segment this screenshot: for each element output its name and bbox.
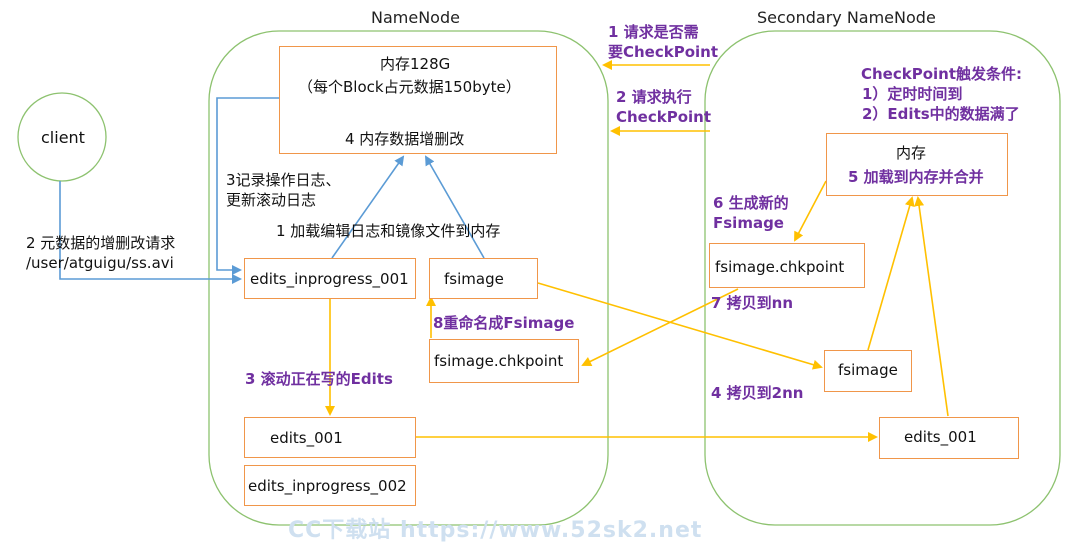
memory-crud-label: 4 内存数据增删改	[345, 130, 465, 148]
nn-edits-inprogress-002-box	[244, 465, 416, 506]
nn-fsimage-label: fsimage	[444, 270, 504, 288]
namenode-memory-box	[279, 46, 557, 154]
sn-edits-001-label: edits_001	[904, 428, 977, 446]
sn-memory-merge-label: 5 加载到内存并合并	[848, 168, 984, 186]
client-label: client	[41, 128, 85, 147]
roll-edits-label: 3 滚动正在写的Edits	[245, 370, 393, 388]
secondary-namenode-title: Secondary NameNode	[757, 8, 936, 27]
trigger-condition-1: 1）定时时间到	[862, 85, 963, 103]
request-checkpoint-label-1: 1 请求是否需	[608, 23, 699, 41]
nn-edits-001-box	[244, 417, 416, 458]
arrow-fsimage-to-memory	[867, 196, 915, 351]
generate-new-label-2: Fsimage	[713, 214, 784, 232]
arrow-edits-to-memory	[914, 196, 949, 417]
arrow-memory-to-edits	[216, 97, 279, 275]
sn-memory-box	[826, 133, 1008, 196]
client-request-label: 2 元数据的增删改请求	[26, 234, 176, 252]
sn-edits-001-box	[879, 417, 1019, 459]
trigger-title: CheckPoint触发条件:	[861, 65, 1023, 83]
nn-edits-inprogress-001-label: edits_inprogress_001	[250, 270, 409, 288]
copy-to-nn-label: 7 拷贝到nn	[711, 294, 794, 312]
arrow-copy-fsimage	[537, 282, 823, 370]
nn-edits-inprogress-002-label: edits_inprogress_002	[248, 477, 407, 495]
nn-fsimage-box	[429, 258, 538, 299]
arrow-edits-load	[331, 155, 405, 259]
sn-memory-title: 内存	[896, 144, 927, 162]
rename-fsimage-label: 8重命名成Fsimage	[433, 314, 575, 332]
namenode-title: NameNode	[371, 8, 460, 27]
execute-checkpoint-label-2: CheckPoint	[616, 108, 712, 126]
client-request-path: /user/atguigu/ss.avi	[26, 254, 174, 272]
nn-edits-inprogress-001-box	[244, 258, 416, 299]
memory-block-note: （每个Block占元数据150byte）	[298, 78, 521, 96]
nn-fsimage-chkpoint-box	[429, 339, 579, 383]
secondary-namenode-container	[704, 30, 1061, 526]
arrow-copy-to-nn	[581, 288, 739, 366]
request-checkpoint-label-2: 要CheckPoint	[608, 43, 719, 61]
client-node	[17, 92, 107, 182]
arrow-generate-fsimage	[794, 180, 827, 242]
watermark: CC下载站 https://www.52sk2.net	[288, 518, 703, 543]
execute-checkpoint-label-1: 2 请求执行	[616, 88, 692, 106]
trigger-condition-2: 2）Edits中的数据满了	[862, 105, 1020, 123]
sn-fsimage-box	[824, 350, 912, 392]
sn-fsimage-chkpoint-label: fsimage.chkpoint	[715, 258, 845, 276]
log-update-label-2: 更新滚动日志	[226, 191, 317, 209]
nn-fsimage-chkpoint-label: fsimage.chkpoint	[434, 352, 564, 370]
arrow-client-to-edits	[59, 181, 242, 284]
sn-fsimage-label: fsimage	[838, 361, 898, 379]
load-edits-image-label: 1 加载编辑日志和镜像文件到内存	[276, 222, 501, 240]
copy-to-2nn-label: 4 拷贝到2nn	[711, 384, 804, 402]
log-update-label-1: 3记录操作日志、	[226, 171, 341, 189]
sn-fsimage-chkpoint-box	[709, 243, 865, 288]
memory-size-label: 内存128G	[380, 55, 451, 73]
generate-new-label-1: 6 生成新的	[713, 194, 789, 212]
arrow-fsimage-load	[425, 155, 485, 259]
nn-edits-001-label: edits_001	[270, 429, 343, 447]
namenode-container	[208, 30, 609, 526]
